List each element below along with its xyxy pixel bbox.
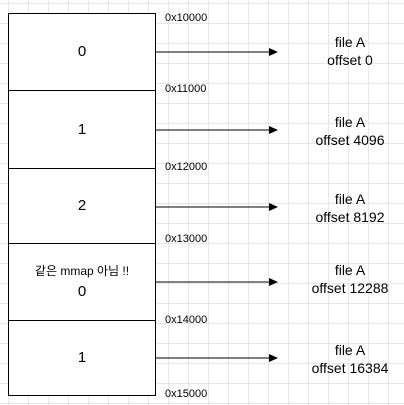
address-label: 0x15000 (165, 388, 208, 400)
block-index: 1 (77, 349, 87, 366)
file-target: file A offset 0 (290, 33, 404, 69)
file-name: file A (334, 342, 366, 358)
file-offset: offset 8192 (315, 209, 385, 225)
mapping-arrow (156, 354, 278, 362)
mapping-arrow (156, 278, 278, 286)
memory-block: 0 (8, 13, 156, 91)
block-index: 2 (77, 197, 87, 214)
address-label: 0x12000 (165, 161, 208, 173)
file-offset: offset 0 (327, 52, 373, 68)
memory-block: 2 (8, 168, 156, 244)
address-label: 0x13000 (165, 233, 208, 245)
memory-block: 1 (8, 320, 156, 396)
file-offset: offset 16384 (311, 360, 389, 376)
block-note: 같은 mmap 아님 !! (34, 264, 130, 278)
file-target: file A offset 16384 (290, 341, 404, 377)
mapping-arrow (156, 203, 278, 211)
file-offset: offset 4096 (315, 132, 385, 148)
file-target: file A offset 4096 (290, 113, 404, 149)
file-name: file A (334, 262, 366, 278)
file-name: file A (334, 114, 366, 130)
mapping-arrow (156, 126, 278, 134)
mapping-arrow (156, 48, 278, 56)
memory-block: 1 (8, 90, 156, 169)
file-name: file A (334, 191, 366, 207)
block-index: 1 (77, 120, 87, 138)
file-target: file A offset 8192 (290, 190, 404, 226)
block-index: 0 (77, 43, 87, 60)
address-label: 0x11000 (165, 83, 207, 95)
file-name: file A (334, 34, 366, 50)
address-label: 0x10000 (165, 12, 208, 24)
file-target: file A offset 12288 (290, 261, 404, 297)
block-index: 0 (77, 283, 87, 300)
memory-block: 같은 mmap 아님 !! 0 (8, 243, 156, 321)
file-offset: offset 12288 (311, 280, 389, 296)
address-label: 0x14000 (165, 314, 208, 326)
